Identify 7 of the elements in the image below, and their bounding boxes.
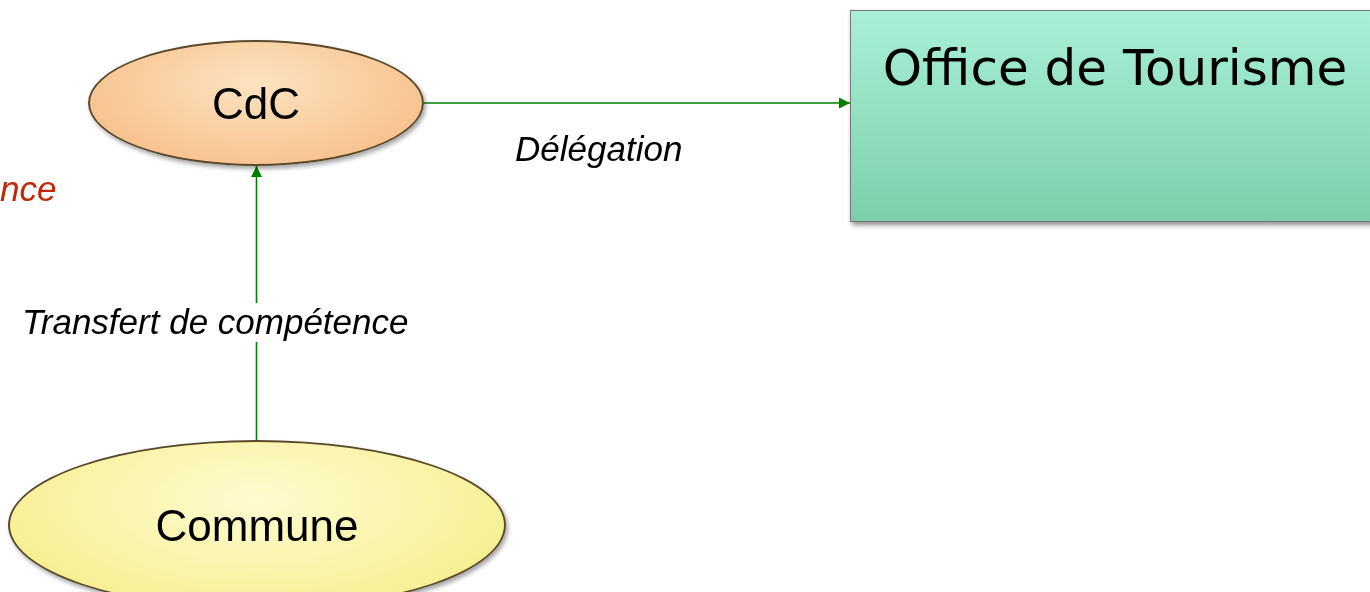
rectangle-node <box>850 10 1370 222</box>
node-label: CdC <box>211 77 301 130</box>
note-text: nce <box>0 170 57 209</box>
arrow <box>423 97 851 109</box>
edge-label: Transfert de compétence <box>22 303 409 342</box>
node-label: Commune <box>154 499 360 552</box>
node-label: Office de Tourisme <box>881 38 1349 99</box>
